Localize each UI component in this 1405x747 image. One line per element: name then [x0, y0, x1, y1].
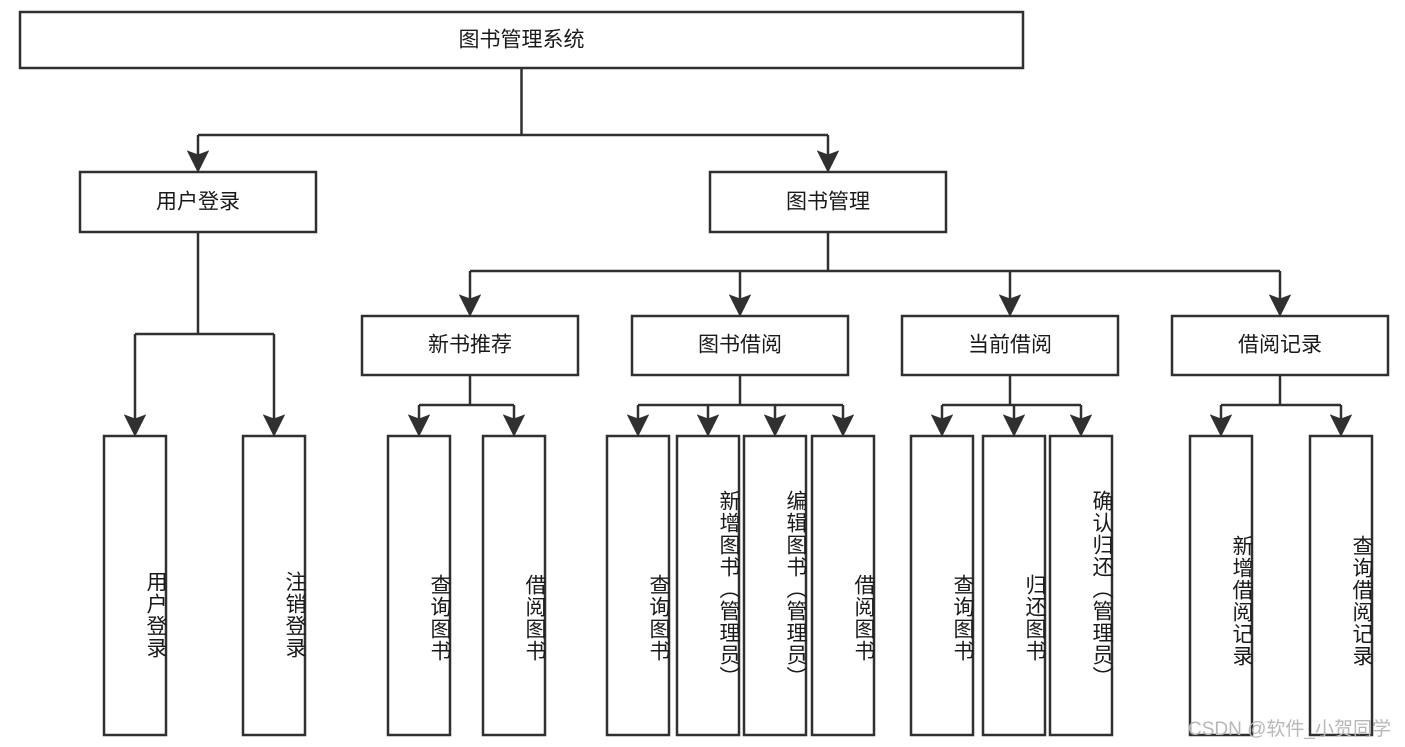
- leaf-box-query-book-1[interactable]: [386, 434, 452, 737]
- node-book-manage-label: 图书管理: [786, 191, 870, 214]
- leaf-box-edit-book-admin[interactable]: [742, 434, 808, 737]
- leaf-box-query-book-3[interactable]: [909, 434, 975, 737]
- node-borrow-record[interactable]: 借阅记录: [1170, 314, 1390, 377]
- connector-group-book-manage: [458, 232, 1292, 317]
- leaf-box-return-book[interactable]: [981, 434, 1047, 737]
- leaf-box-user-login[interactable]: [102, 434, 168, 737]
- node-current-borrow-box[interactable]: [900, 314, 1120, 377]
- leaf-boxes: [102, 434, 1374, 737]
- node-root-box[interactable]: [18, 10, 1025, 70]
- node-book-borrow-box[interactable]: [630, 314, 850, 377]
- connector-group-user-login: [123, 232, 286, 437]
- node-new-book-recommend-label: 新书推荐: [428, 334, 512, 357]
- watermark-text: CSDN @软件_小贺同学: [1188, 719, 1391, 740]
- connector-group-new-books: [407, 375, 526, 437]
- leaf-box-add-book-admin[interactable]: [675, 434, 741, 737]
- node-book-manage[interactable]: 图书管理: [708, 170, 948, 234]
- leaf-box-confirm-return-admin[interactable]: [1048, 434, 1114, 737]
- connector-group-records: [1209, 375, 1353, 437]
- node-book-manage-box[interactable]: [708, 170, 948, 234]
- node-book-borrow-label: 图书借阅: [698, 334, 782, 357]
- connector-group-root: [186, 68, 840, 173]
- connector-group-borrow: [626, 375, 855, 437]
- node-current-borrow[interactable]: 当前借阅: [900, 314, 1120, 377]
- node-root-label: 图书管理系统: [459, 29, 585, 52]
- node-user-login-box[interactable]: [78, 170, 318, 234]
- leaf-box-borrow-book-1[interactable]: [481, 434, 547, 737]
- node-book-borrow[interactable]: 图书借阅: [630, 314, 850, 377]
- node-new-book-recommend-box[interactable]: [360, 314, 580, 377]
- node-new-book-recommend[interactable]: 新书推荐: [360, 314, 580, 377]
- leaf-box-add-record[interactable]: [1188, 434, 1254, 737]
- connector-group-current-borrow: [930, 375, 1093, 437]
- leaf-box-query-book-2[interactable]: [605, 434, 671, 737]
- leaf-box-logout[interactable]: [241, 434, 307, 737]
- node-borrow-record-label: 借阅记录: [1238, 334, 1322, 357]
- node-current-borrow-label: 当前借阅: [968, 334, 1052, 357]
- leaf-box-query-record[interactable]: [1308, 434, 1374, 737]
- node-user-login[interactable]: 用户登录: [78, 170, 318, 234]
- node-user-login-label: 用户登录: [156, 191, 240, 214]
- node-borrow-record-box[interactable]: [1170, 314, 1390, 377]
- node-root[interactable]: 图书管理系统: [18, 10, 1025, 70]
- leaf-box-borrow-book-2[interactable]: [810, 434, 876, 737]
